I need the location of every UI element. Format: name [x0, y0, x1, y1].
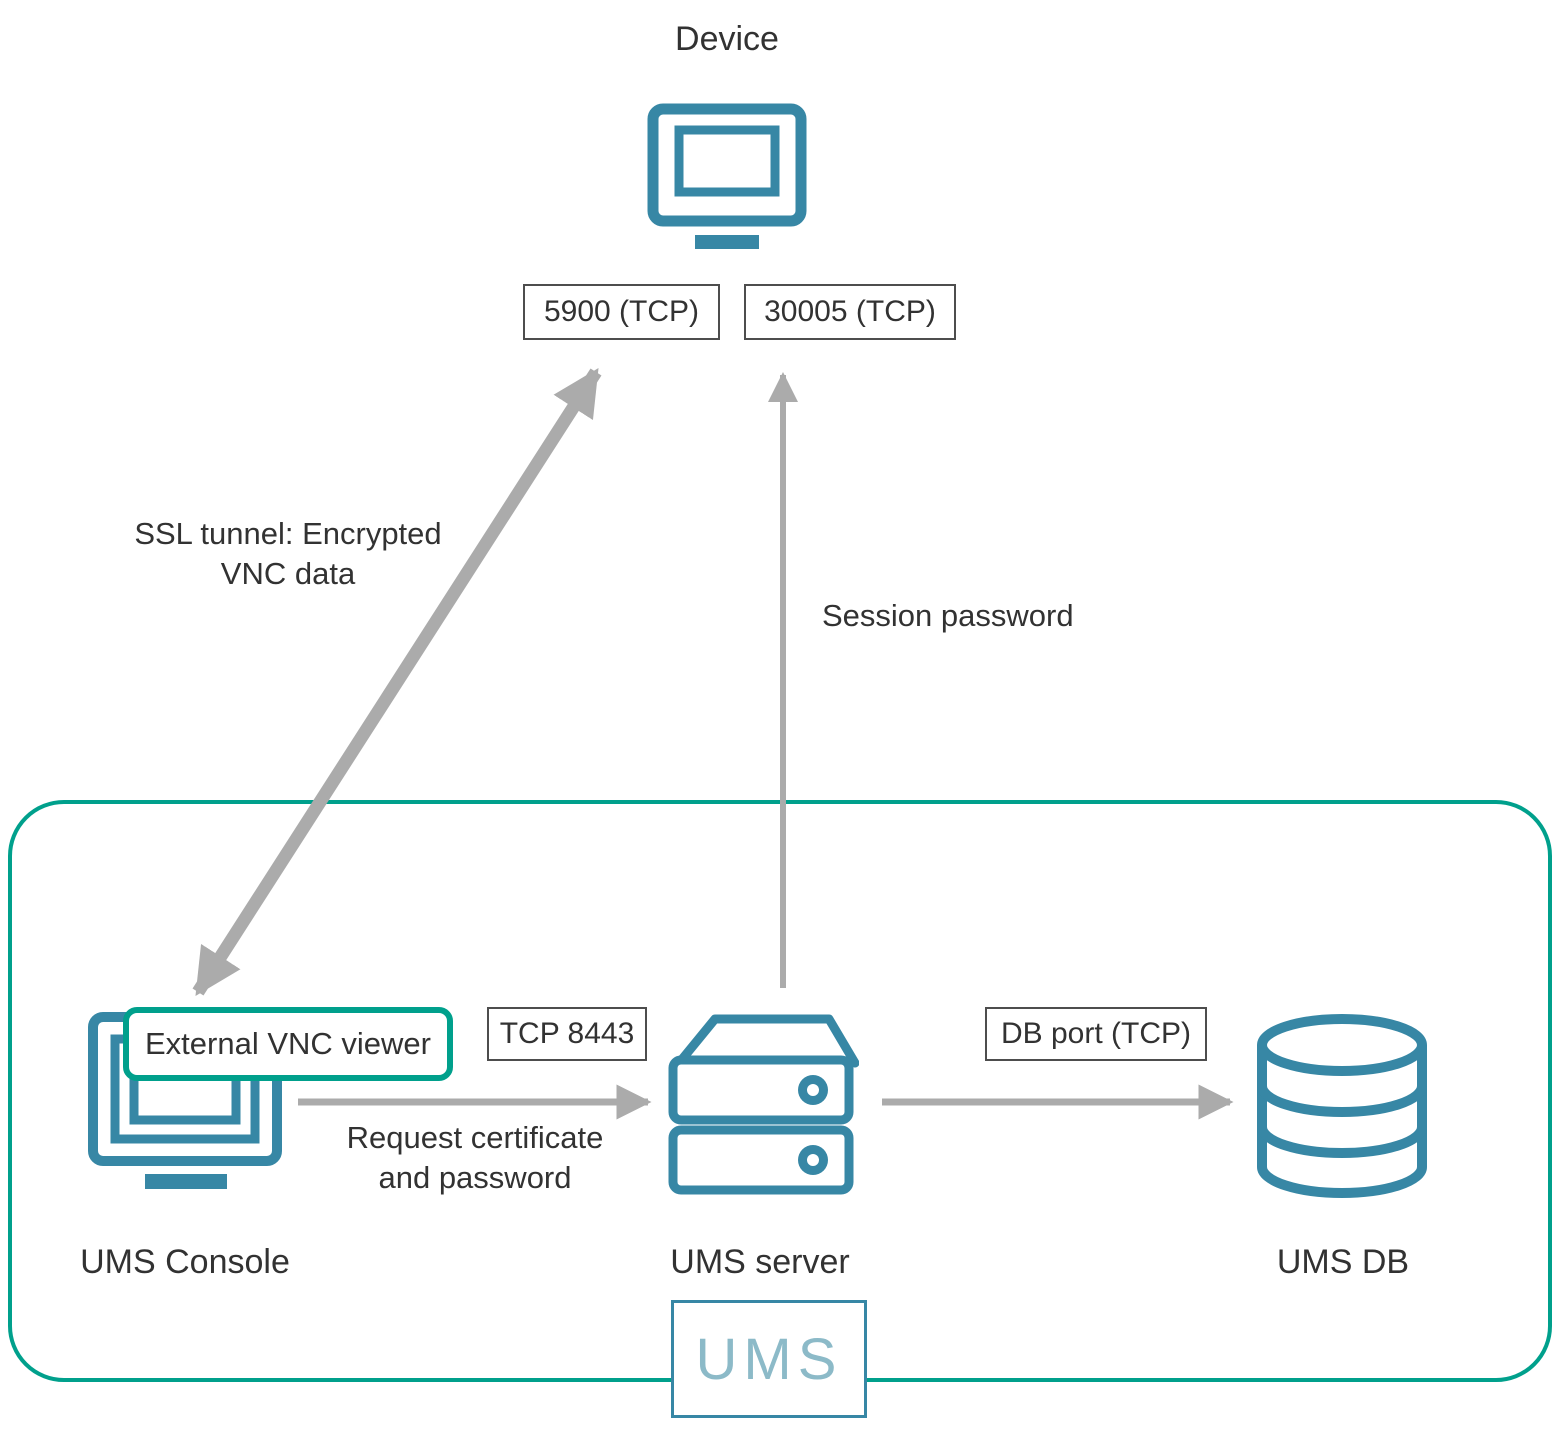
ums-logo-text: UMS	[695, 1326, 843, 1392]
port-box-5900: 5900 (TCP)	[523, 284, 720, 340]
database-icon	[1252, 1012, 1432, 1212]
ssl-tunnel-label: SSL tunnel: Encrypted VNC data	[134, 516, 442, 591]
ums-logo: UMS	[671, 1300, 867, 1418]
ums-server-label: UMS server	[670, 1243, 850, 1281]
ums-console-label: UMS Console	[80, 1243, 290, 1281]
device-label: Device	[675, 20, 779, 58]
ssl-tunnel-arrow	[192, 368, 602, 996]
db-port-box: DB port (TCP)	[985, 1007, 1207, 1061]
tcp-8443-box: TCP 8443	[487, 1007, 647, 1061]
port-box-30005: 30005 (TCP)	[744, 284, 956, 340]
ums-db-label: UMS DB	[1276, 1243, 1410, 1281]
request-certificate-label: Request certificate and password	[346, 1120, 604, 1195]
device-monitor-icon	[647, 103, 807, 256]
server-icon	[663, 1008, 860, 1213]
external-vnc-viewer-box: External VNC viewer	[123, 1007, 453, 1081]
session-password-label: Session password	[822, 598, 1074, 633]
